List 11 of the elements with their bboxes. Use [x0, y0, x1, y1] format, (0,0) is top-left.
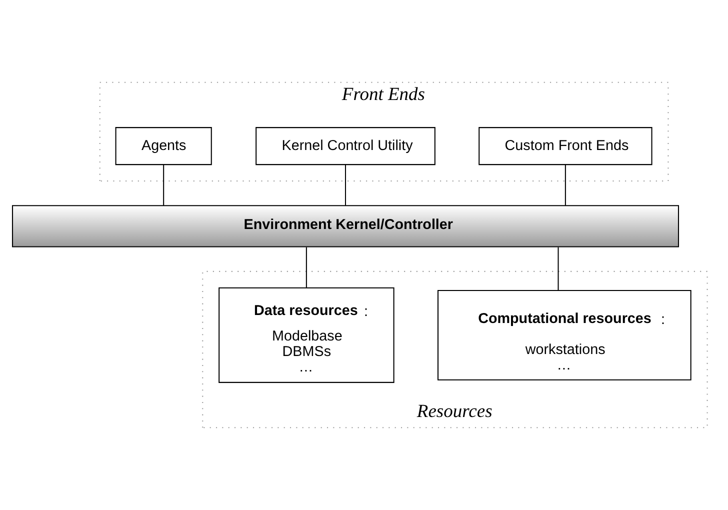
connector: [163, 164, 164, 206]
node-box: Custom Front Ends: [478, 127, 652, 166]
connector: [306, 247, 307, 288]
connector: [344, 164, 346, 206]
connector: [564, 164, 566, 206]
node-box: Agents: [115, 127, 212, 166]
node-box: Kernel Control Utility: [256, 127, 436, 166]
node-box: Environment Kernel/Controller: [12, 205, 680, 248]
node-box: Computational resources: workstations …: [437, 290, 692, 380]
node-box: Data resources: Modelbase DBMSs …: [218, 287, 394, 383]
connector: [558, 247, 559, 290]
